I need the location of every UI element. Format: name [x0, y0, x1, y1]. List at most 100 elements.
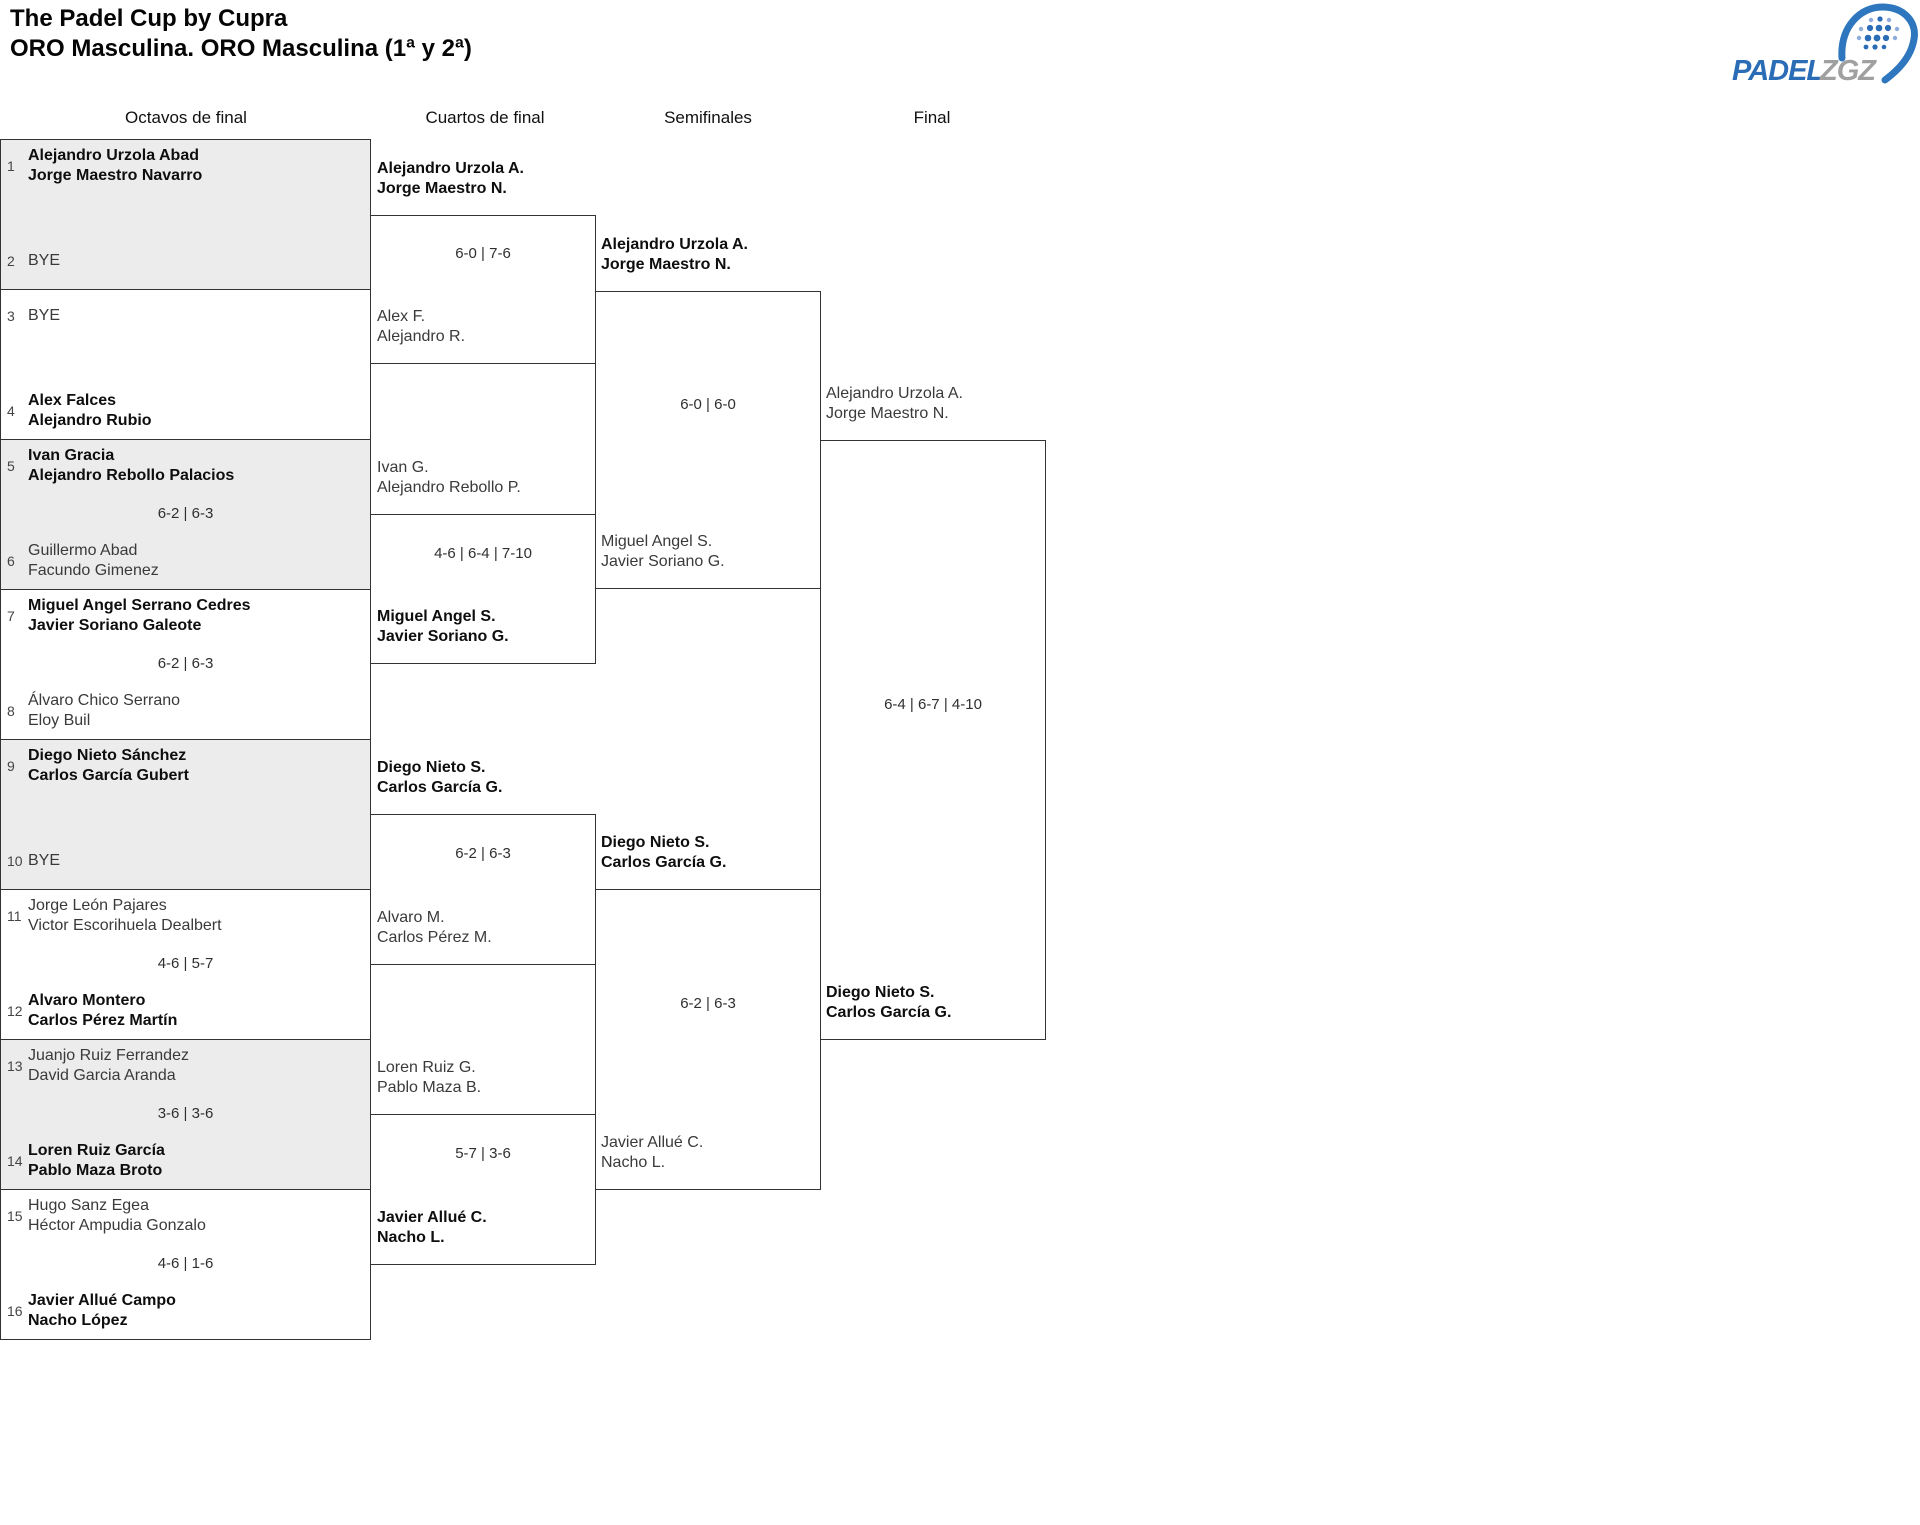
- team-seed: 10: [7, 853, 23, 869]
- round-header-octavos: Octavos de final: [125, 108, 247, 127]
- player-name: Alvaro Montero: [28, 992, 146, 1009]
- player-name: Javier Soriano G.: [601, 553, 725, 570]
- team-label: Loren Ruiz G. Pablo Maza B.: [377, 1058, 593, 1098]
- racket-swoosh-icon: [1838, 3, 1918, 84]
- player-name: Carlos García G.: [826, 1004, 952, 1021]
- team-row: 10 BYE: [7, 841, 366, 881]
- player-name: Carlos García Gubert: [28, 767, 189, 784]
- team-row: 12 Alvaro Montero Carlos Pérez Martín: [7, 991, 366, 1031]
- player-name: Alex F.: [377, 308, 426, 325]
- match-score: 3-6 | 3-6: [157, 1105, 214, 1122]
- player-name: Miguel Angel S.: [601, 533, 713, 550]
- team-seed: 7: [7, 608, 15, 624]
- match-score: 6-2 | 6-3: [455, 845, 511, 862]
- player-name: Alejandro Urzola A.: [826, 385, 963, 402]
- player-name: Nacho López: [28, 1312, 128, 1329]
- team-row: 1 Alejandro Urzola Abad Jorge Maestro Na…: [7, 146, 366, 186]
- team-row: 13 Juanjo Ruiz Ferrandez David Garcia Ar…: [7, 1046, 366, 1086]
- match-score: 6-4 | 6-7 | 4-10: [884, 696, 982, 713]
- team-names: Juanjo Ruiz Ferrandez David Garcia Arand…: [28, 1046, 189, 1086]
- team-seed: 2: [7, 253, 15, 269]
- player-name: Jorge Maestro N.: [601, 256, 731, 273]
- team-seed: 3: [7, 308, 15, 324]
- player-name: Alejandro Rebollo Palacios: [28, 467, 235, 484]
- player-name: Loren Ruiz G.: [377, 1059, 476, 1076]
- team-label: Ivan G. Alejandro Rebollo P.: [377, 458, 593, 498]
- player-name: Jorge Maestro Navarro: [28, 167, 203, 184]
- player-name: Álvaro Chico Serrano: [28, 692, 181, 709]
- team-row: 5 Ivan Gracia Alejandro Rebollo Palacios: [7, 446, 366, 486]
- team-row: 2 BYE: [7, 241, 366, 281]
- team-label: Alex F. Alejandro R.: [377, 307, 593, 347]
- player-name: Pablo Maza Broto: [28, 1162, 163, 1179]
- team-row: 15 Hugo Sanz Egea Héctor Ampudia Gonzalo: [7, 1196, 366, 1236]
- player-name: Juanjo Ruiz Ferrandez: [28, 1047, 189, 1064]
- player-name: Alejandro R.: [377, 328, 466, 345]
- player-name: Ivan G.: [377, 459, 429, 476]
- team-label: Alejandro Urzola A. Jorge Maestro N.: [826, 384, 1042, 424]
- team-label: Diego Nieto S. Carlos García G.: [377, 758, 593, 798]
- player-name: Alejandro Rubio: [28, 412, 152, 429]
- player-name: Alvaro M.: [377, 909, 445, 926]
- match-score: 6-0 | 6-0: [680, 396, 736, 413]
- team-seed: 8: [7, 703, 15, 719]
- team-names: BYE: [28, 241, 60, 281]
- player-name: BYE: [28, 307, 61, 324]
- team-names: Ivan Gracia Alejandro Rebollo Palacios: [28, 446, 234, 486]
- brand-text-zgz: ZGZ: [1819, 55, 1877, 87]
- player-name: Javier Soriano Galeote: [28, 617, 202, 634]
- team-names: Álvaro Chico Serrano Eloy Buil: [28, 691, 180, 731]
- team-names: Miguel Angel Serrano Cedres Javier Soria…: [28, 596, 251, 636]
- team-seed: 11: [7, 908, 22, 924]
- match-box-final: 6-4 | 6-7 | 4-10: [820, 440, 1046, 1040]
- player-name: Javier Allué C.: [601, 1134, 704, 1151]
- player-name: Diego Nieto Sánchez: [28, 747, 187, 764]
- team-names: Loren Ruiz García Pablo Maza Broto: [28, 1141, 165, 1181]
- team-row: 16 Javier Allué Campo Nacho López: [7, 1291, 366, 1331]
- player-name: Alex Falces: [28, 392, 117, 409]
- team-seed: 9: [7, 758, 15, 774]
- player-name: David Garcia Aranda: [28, 1067, 176, 1084]
- team-names: Hugo Sanz Egea Héctor Ampudia Gonzalo: [28, 1196, 206, 1236]
- player-name: Carlos Pérez M.: [377, 929, 492, 946]
- player-name: Javier Allué Campo: [28, 1292, 176, 1309]
- team-row: 3 BYE: [7, 296, 366, 336]
- player-name: Carlos García G.: [377, 779, 503, 796]
- team-seed: 14: [7, 1153, 23, 1169]
- player-name: Alejandro Urzola A.: [601, 236, 748, 253]
- match-score: 6-2 | 6-3: [157, 655, 214, 672]
- team-label: Miguel Angel S. Javier Soriano G.: [601, 532, 817, 572]
- team-seed: 6: [7, 553, 15, 569]
- player-name: Eloy Buil: [28, 712, 91, 729]
- player-name: Alejandro Urzola A.: [377, 160, 524, 177]
- player-name: Jorge León Pajares: [28, 897, 167, 914]
- player-name: Facundo Gimenez: [28, 562, 159, 579]
- player-name: BYE: [28, 252, 61, 269]
- match-box-octavos-8: 15 Hugo Sanz Egea Héctor Ampudia Gonzalo…: [0, 1189, 371, 1340]
- player-name: Ivan Gracia: [28, 447, 115, 464]
- player-name: Pablo Maza B.: [377, 1079, 482, 1096]
- match-box-octavos-1: 1 Alejandro Urzola Abad Jorge Maestro Na…: [0, 139, 371, 290]
- player-name: Javier Soriano G.: [377, 628, 509, 645]
- player-name: Miguel Angel Serrano Cedres: [28, 597, 251, 614]
- team-row: 9 Diego Nieto Sánchez Carlos García Gube…: [7, 746, 366, 786]
- player-name: Héctor Ampudia Gonzalo: [28, 1217, 206, 1234]
- player-name: Diego Nieto S.: [377, 759, 486, 776]
- player-name: Javier Allué C.: [377, 1209, 487, 1226]
- team-seed: 13: [7, 1058, 23, 1074]
- player-name: Nacho L.: [601, 1154, 666, 1171]
- player-name: Victor Escorihuela Dealbert: [28, 917, 222, 934]
- team-label: Alejandro Urzola A. Jorge Maestro N.: [377, 159, 593, 199]
- category-subtitle: ORO Masculina. ORO Masculina (1ª y 2ª): [10, 35, 472, 62]
- team-names: Diego Nieto Sánchez Carlos García Gubert: [28, 746, 189, 786]
- team-names: BYE: [28, 296, 60, 336]
- player-name: Loren Ruiz García: [28, 1142, 165, 1159]
- match-box-octavos-3: 5 Ivan Gracia Alejandro Rebollo Palacios…: [0, 439, 371, 590]
- team-row: 14 Loren Ruiz García Pablo Maza Broto: [7, 1141, 366, 1181]
- team-label: Javier Allué C. Nacho L.: [601, 1133, 817, 1173]
- player-name: Carlos García G.: [601, 854, 727, 871]
- player-name: Diego Nieto S.: [601, 834, 710, 851]
- match-score: 6-2 | 6-3: [157, 505, 214, 522]
- team-seed: 16: [7, 1303, 23, 1319]
